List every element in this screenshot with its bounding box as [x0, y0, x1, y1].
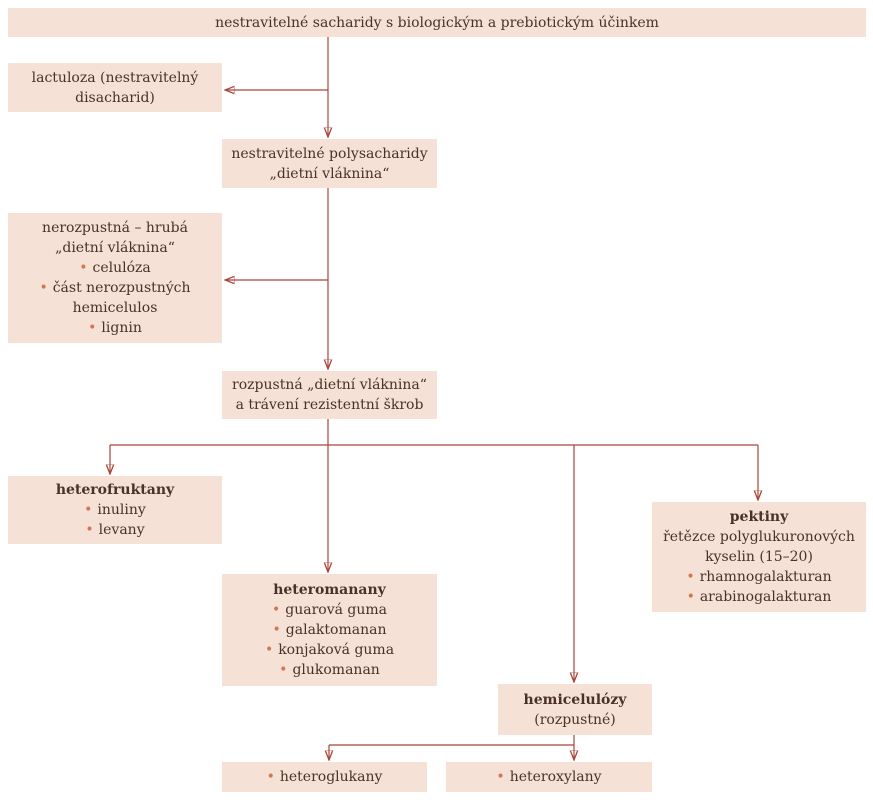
node-lactuloza: lactuloza (nestravitelný disacharid): [8, 63, 222, 112]
bullet-icon: •: [686, 589, 695, 605]
node-hemicelulozy: hemicelulózy (rozpustné): [498, 684, 652, 735]
node-polysacharidy: nestravitelné polysacharidy „dietní vlák…: [222, 139, 437, 188]
list-item: •část nerozpustných: [39, 278, 190, 298]
node-heteromanany: heteromanany •guarová guma •galaktomanan…: [222, 574, 437, 686]
list-item: •glukomanan: [279, 660, 380, 680]
list-item-label: guarová guma: [285, 602, 388, 618]
node-heterofruktany: heterofruktany •inuliny •levany: [8, 476, 222, 544]
list-item-label: konjaková guma: [278, 642, 395, 658]
list-item-label: celulóza: [92, 260, 151, 276]
bullet-icon: •: [79, 260, 88, 276]
bullet-icon: •: [686, 569, 695, 585]
node-rozpustna-line-1: rozpustná „dietní vláknina“: [232, 377, 427, 393]
list-item: •konjaková guma: [265, 640, 394, 660]
node-hemicelulozy-title: hemicelulózy: [523, 691, 627, 708]
node-nerozpustna-line-1: nerozpustná – hrubá: [42, 220, 188, 236]
list-item: •levany: [85, 520, 144, 540]
list-item: •galaktomanan: [273, 620, 387, 640]
bullet-icon: •: [272, 622, 281, 638]
node-root: nestravitelné sacharidy s biologickým a …: [8, 8, 866, 37]
list-item-label: arabinogalakturan: [699, 589, 832, 605]
bullet-icon: •: [39, 280, 48, 296]
node-nerozpustna-line-2: „dietní vláknina“: [55, 240, 175, 256]
bullet-icon: •: [271, 602, 281, 618]
list-item: •celulóza: [79, 258, 151, 278]
bullet-icon: •: [279, 662, 288, 678]
list-item-label: lignin: [101, 320, 142, 336]
node-heterofruktany-title: heterofruktany: [55, 482, 175, 498]
list-item-label: část nerozpustných: [52, 280, 191, 296]
list-item-label: heteroxylany: [509, 769, 602, 785]
node-rozpustna: rozpustná „dietní vláknina“ a trávení re…: [222, 371, 437, 419]
list-item-label: levany: [98, 522, 145, 538]
node-lactuloza-line-1: lactuloza (nestravitelný: [31, 69, 199, 86]
list-item: •arabinogalakturan: [687, 587, 832, 607]
bullet-icon: •: [266, 769, 275, 785]
list-item-label: rhamnogalakturan: [699, 569, 832, 585]
list-item: •rhamnogalakturan: [686, 567, 831, 587]
node-heteroglukany: •heteroglukany: [222, 762, 427, 792]
list-item: •lignin: [88, 318, 142, 338]
list-item-label: galaktomanan: [285, 622, 387, 638]
node-pektiny: pektiny řetězce polyglukuronových kyseli…: [652, 502, 866, 612]
list-item: •heteroxylany: [496, 767, 601, 787]
node-hemicelulozy-subtitle: (rozpustné): [534, 711, 616, 728]
node-heteromanany-title: heteromanany: [273, 582, 386, 598]
node-pektiny-title: pektiny: [729, 509, 789, 525]
node-polysacharidy-line-1: nestravitelné polysacharidy: [231, 145, 428, 162]
list-item-label: inuliny: [97, 502, 146, 518]
bullet-icon: •: [264, 642, 274, 658]
bullet-icon: •: [85, 522, 94, 538]
node-pektiny-line-1: řetězce polyglukuronových: [663, 529, 855, 545]
node-lactuloza-line-2: disacharid): [75, 89, 155, 106]
list-item: •heteroglukany: [267, 767, 383, 787]
list-item-continuation: hemicelulos: [72, 300, 158, 316]
bullet-icon: •: [84, 502, 93, 518]
node-root-title: nestravitelné sacharidy s biologickým a …: [215, 14, 659, 31]
list-item: •inuliny: [84, 500, 146, 520]
bullet-icon: •: [496, 769, 505, 785]
bullet-icon: •: [88, 320, 97, 336]
list-item: •guarová guma: [272, 600, 387, 620]
node-polysacharidy-line-2: „dietní vláknina“: [269, 165, 390, 182]
node-rozpustna-line-2: a trávení rezistentní škrob: [235, 397, 424, 413]
node-pektiny-line-2: kyselin (15–20): [705, 549, 813, 565]
node-nerozpustna: nerozpustná – hrubá „dietní vláknina“ •c…: [8, 213, 222, 343]
node-heteroxylany: •heteroxylany: [446, 762, 652, 792]
list-item-label: glukomanan: [292, 662, 380, 678]
list-item-label: heteroglukany: [279, 769, 383, 785]
